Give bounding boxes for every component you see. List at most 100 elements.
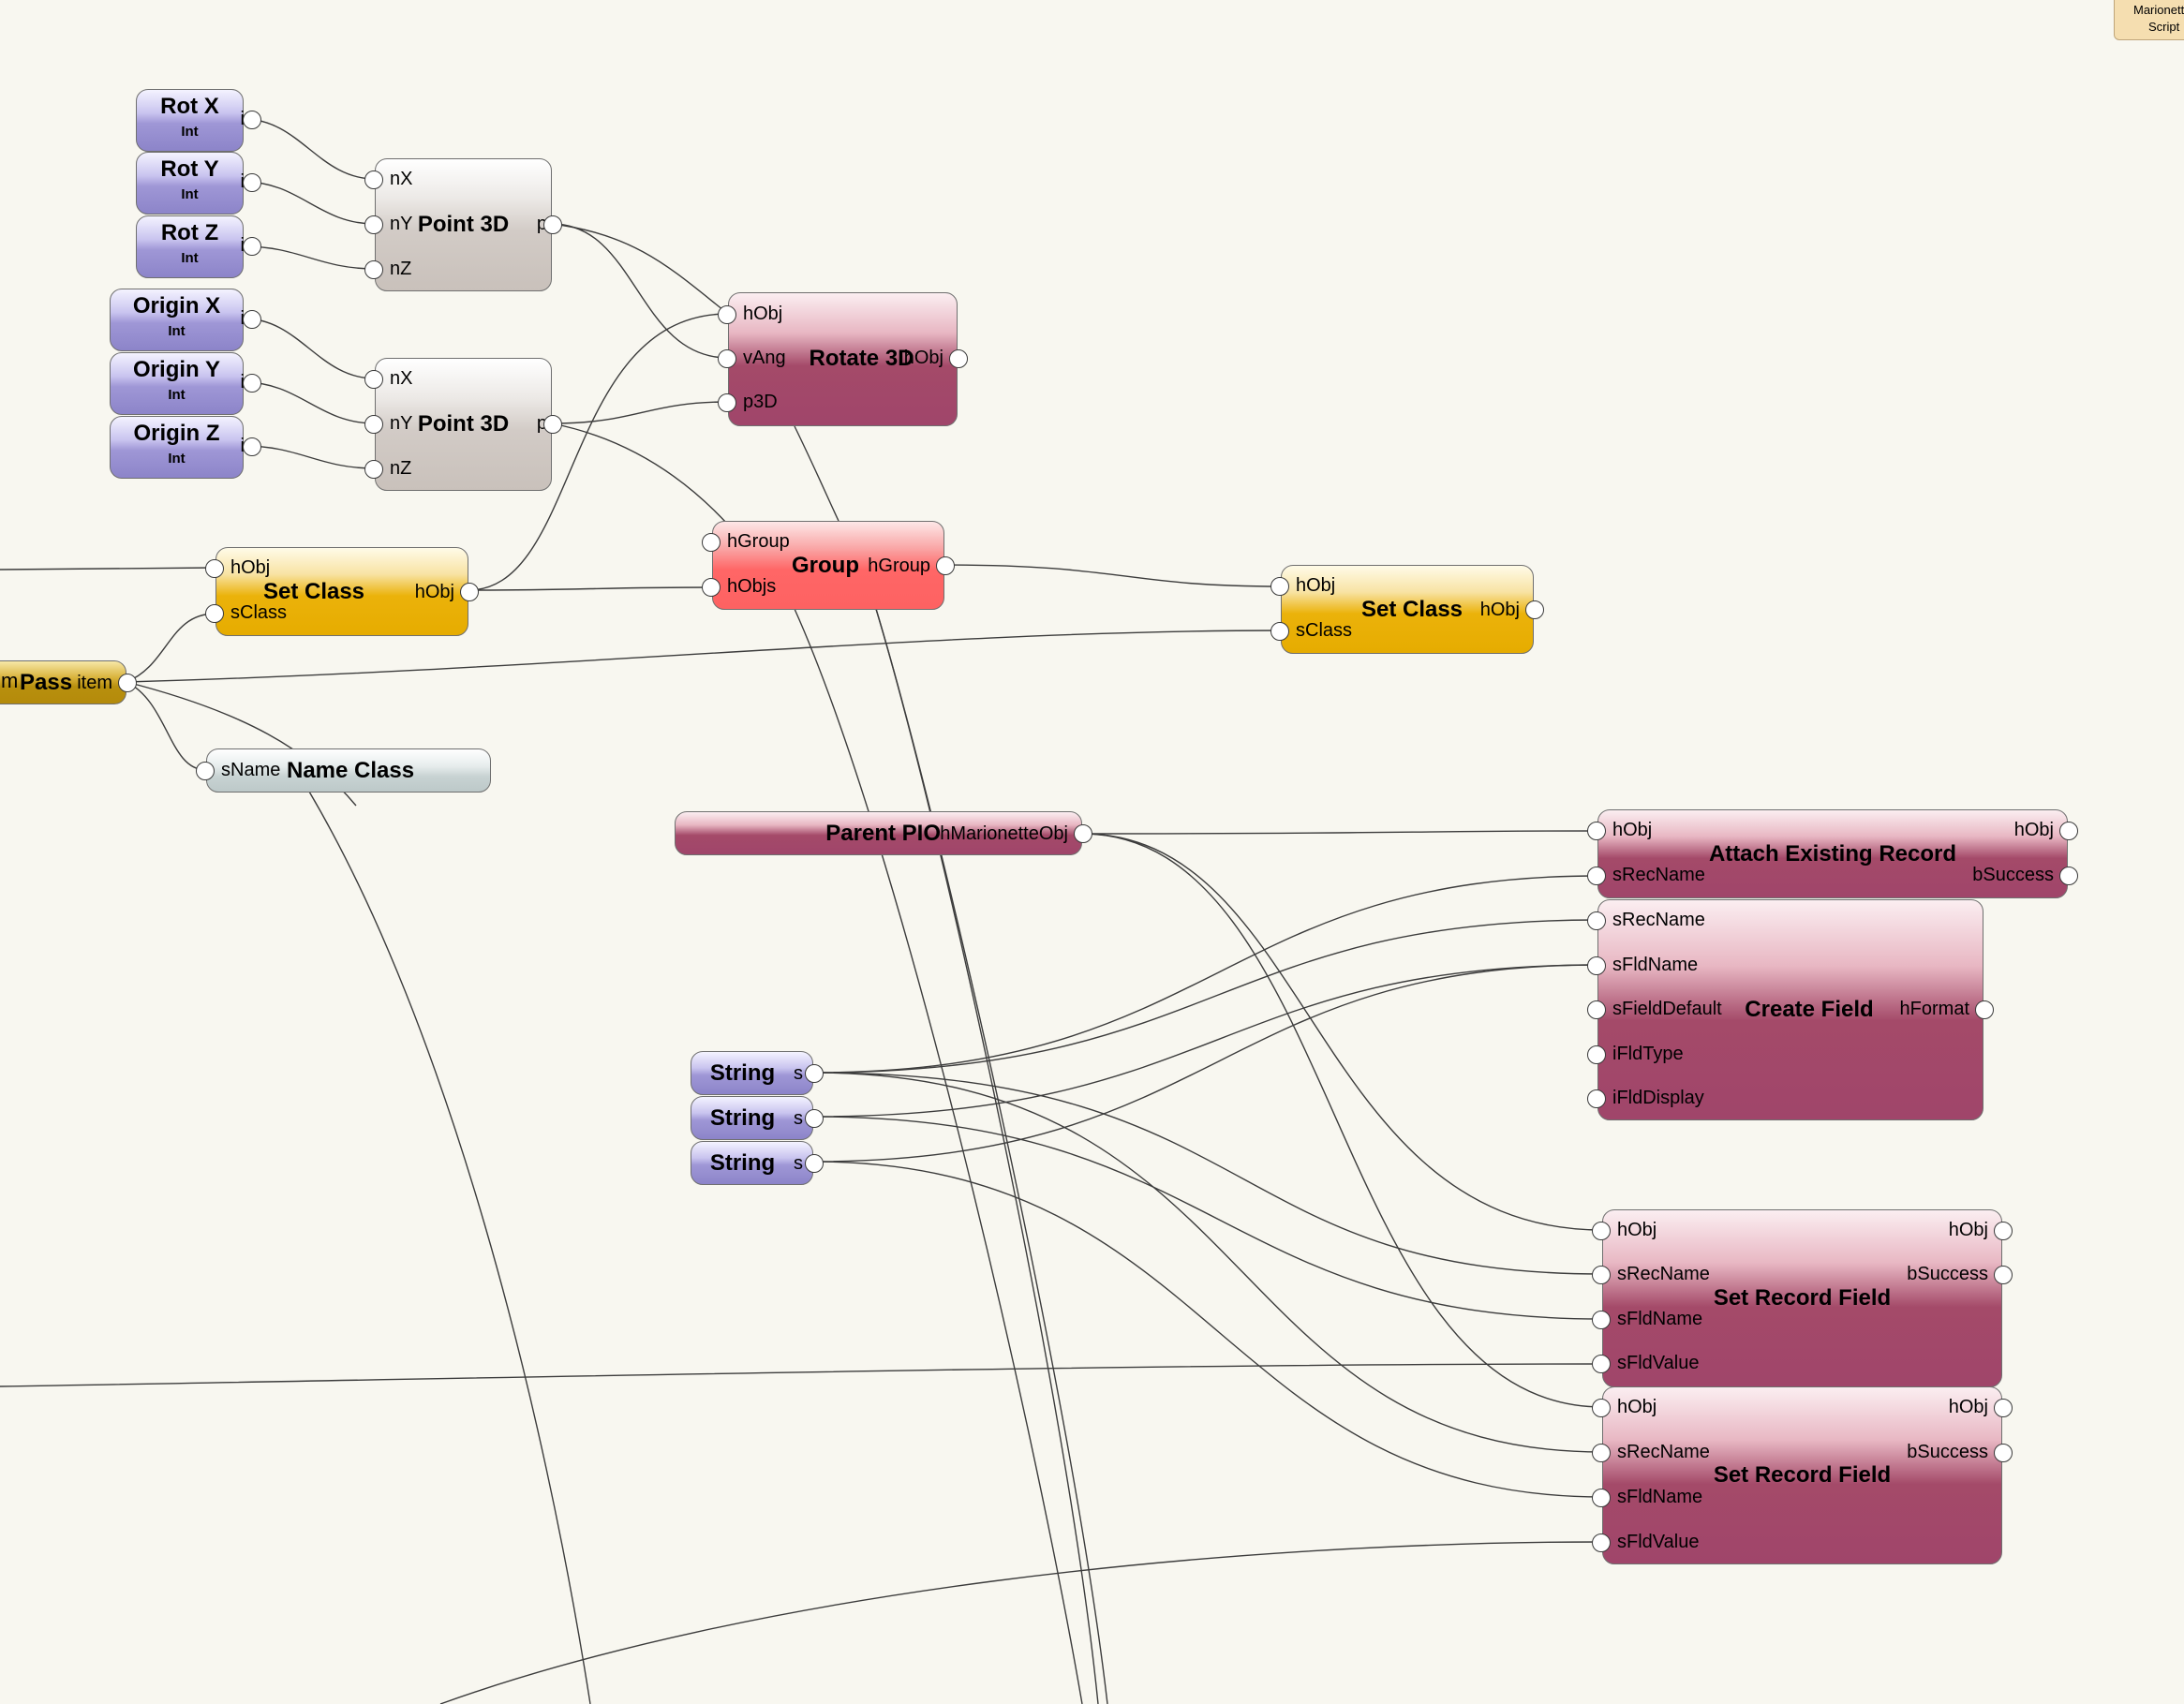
input-port[interactable] xyxy=(1587,1089,1606,1108)
wire[interactable] xyxy=(243,181,376,225)
wire[interactable] xyxy=(243,445,376,469)
output-port[interactable] xyxy=(1994,1222,2013,1240)
output-port[interactable] xyxy=(936,556,955,575)
group-node[interactable]: hGroup hObjs Group hGroup xyxy=(702,521,955,610)
wire[interactable] xyxy=(308,791,591,1704)
input-port[interactable] xyxy=(196,762,215,780)
input-port[interactable] xyxy=(1587,867,1606,885)
attach-existing-record-node[interactable]: hObj sRecName Attach Existing Record hOb… xyxy=(1587,809,2078,898)
input-port[interactable] xyxy=(1592,1222,1611,1240)
wire[interactable] xyxy=(943,564,1282,587)
create-field-node[interactable]: sRecName sFldName sFieldDefault iFldType… xyxy=(1587,899,1994,1120)
input-port[interactable] xyxy=(1592,1489,1611,1507)
input-port[interactable] xyxy=(364,415,383,434)
origin-y-node[interactable]: Origin Y Int i xyxy=(110,352,261,415)
input-port[interactable] xyxy=(1592,1266,1611,1284)
wire[interactable] xyxy=(1081,833,1603,1408)
set-class-node[interactable]: hObj sClass Set Class hObj xyxy=(205,547,479,636)
wire[interactable] xyxy=(812,1116,1603,1320)
output-port[interactable] xyxy=(243,374,261,393)
wire[interactable] xyxy=(812,919,1598,1074)
output-port[interactable] xyxy=(805,1109,824,1128)
input-port[interactable] xyxy=(205,604,224,623)
input-port[interactable] xyxy=(702,578,721,597)
wire[interactable] xyxy=(243,318,376,379)
wire[interactable] xyxy=(126,630,1282,683)
wire[interactable] xyxy=(812,964,1598,1118)
output-port[interactable] xyxy=(1525,600,1544,619)
input-port[interactable] xyxy=(1270,577,1289,596)
output-port[interactable] xyxy=(949,349,968,368)
input-port[interactable] xyxy=(1270,622,1289,641)
input-port[interactable] xyxy=(1587,822,1606,840)
output-port[interactable] xyxy=(543,415,562,434)
string-node[interactable]: String s xyxy=(691,1141,824,1185)
wire[interactable] xyxy=(1081,833,1603,1231)
output-port[interactable] xyxy=(805,1154,824,1173)
input-port[interactable] xyxy=(205,559,224,578)
output-port[interactable] xyxy=(243,437,261,456)
output-port[interactable] xyxy=(2059,822,2078,840)
rot-y-node[interactable]: Rot Y Int i xyxy=(136,152,261,215)
wire[interactable] xyxy=(812,1072,1603,1275)
wire[interactable] xyxy=(551,422,729,526)
output-port[interactable] xyxy=(1975,1000,1994,1019)
wire[interactable] xyxy=(243,245,376,270)
input-port[interactable] xyxy=(702,533,721,552)
input-port[interactable] xyxy=(1592,1399,1611,1417)
input-port[interactable] xyxy=(364,170,383,189)
input-port[interactable] xyxy=(1587,1045,1606,1064)
output-port[interactable] xyxy=(243,237,261,256)
input-port[interactable] xyxy=(1592,1355,1611,1373)
wire[interactable] xyxy=(0,567,216,570)
set-class-node[interactable]: hObj sClass Set Class hObj xyxy=(1270,565,1544,654)
output-port[interactable] xyxy=(1074,824,1092,843)
string-node[interactable]: String s xyxy=(691,1051,824,1095)
input-port[interactable] xyxy=(1587,956,1606,975)
wire[interactable] xyxy=(468,586,713,591)
wire[interactable] xyxy=(439,1541,1603,1704)
set-record-field-node[interactable]: hObj sRecName sFldName sFldValue Set Rec… xyxy=(1592,1386,2013,1564)
point-3d-node[interactable]: nX nY nZ Point 3D p xyxy=(364,158,562,291)
parent-pio-node[interactable]: Parent PIO hMarionetteObj xyxy=(675,811,1092,855)
wire[interactable] xyxy=(794,608,1083,1704)
marionette-script-tab[interactable]: Marionette Script xyxy=(2114,0,2184,40)
input-port[interactable] xyxy=(718,393,736,412)
input-port[interactable] xyxy=(364,370,383,389)
input-port[interactable] xyxy=(1592,1534,1611,1552)
wire[interactable] xyxy=(551,223,729,359)
wire[interactable] xyxy=(812,964,1598,1163)
wire[interactable] xyxy=(812,1161,1603,1498)
output-port[interactable] xyxy=(1994,1266,2013,1284)
output-port[interactable] xyxy=(243,111,261,129)
input-port[interactable] xyxy=(364,215,383,234)
name-class-node[interactable]: sName Name Class xyxy=(196,748,491,793)
input-port[interactable] xyxy=(718,349,736,368)
input-port[interactable] xyxy=(1592,1444,1611,1462)
input-port[interactable] xyxy=(364,260,383,279)
pass-node[interactable]: m Pass item xyxy=(0,660,137,704)
output-port[interactable] xyxy=(118,674,137,692)
rotate-3d-node[interactable]: hObj vAng p3D Rotate 3D hObj xyxy=(718,292,968,426)
wire[interactable] xyxy=(812,1072,1603,1453)
origin-x-node[interactable]: Origin X Int i xyxy=(110,289,261,351)
output-port[interactable] xyxy=(1994,1399,2013,1417)
wire[interactable] xyxy=(0,1363,1603,1387)
output-port[interactable] xyxy=(243,310,261,329)
output-port[interactable] xyxy=(1994,1444,2013,1462)
output-port[interactable] xyxy=(2059,867,2078,885)
wire[interactable] xyxy=(126,613,216,683)
wire[interactable] xyxy=(875,608,1108,1704)
output-port[interactable] xyxy=(805,1064,824,1083)
wire[interactable] xyxy=(551,223,729,315)
input-port[interactable] xyxy=(1592,1311,1611,1329)
output-port[interactable] xyxy=(460,583,479,601)
origin-z-node[interactable]: Origin Z Int i xyxy=(110,416,261,479)
input-port[interactable] xyxy=(1587,1000,1606,1019)
input-port[interactable] xyxy=(1587,911,1606,930)
wire[interactable] xyxy=(126,681,207,771)
wire[interactable] xyxy=(794,425,839,522)
string-node[interactable]: String s xyxy=(691,1096,824,1140)
wire[interactable] xyxy=(1081,830,1598,835)
